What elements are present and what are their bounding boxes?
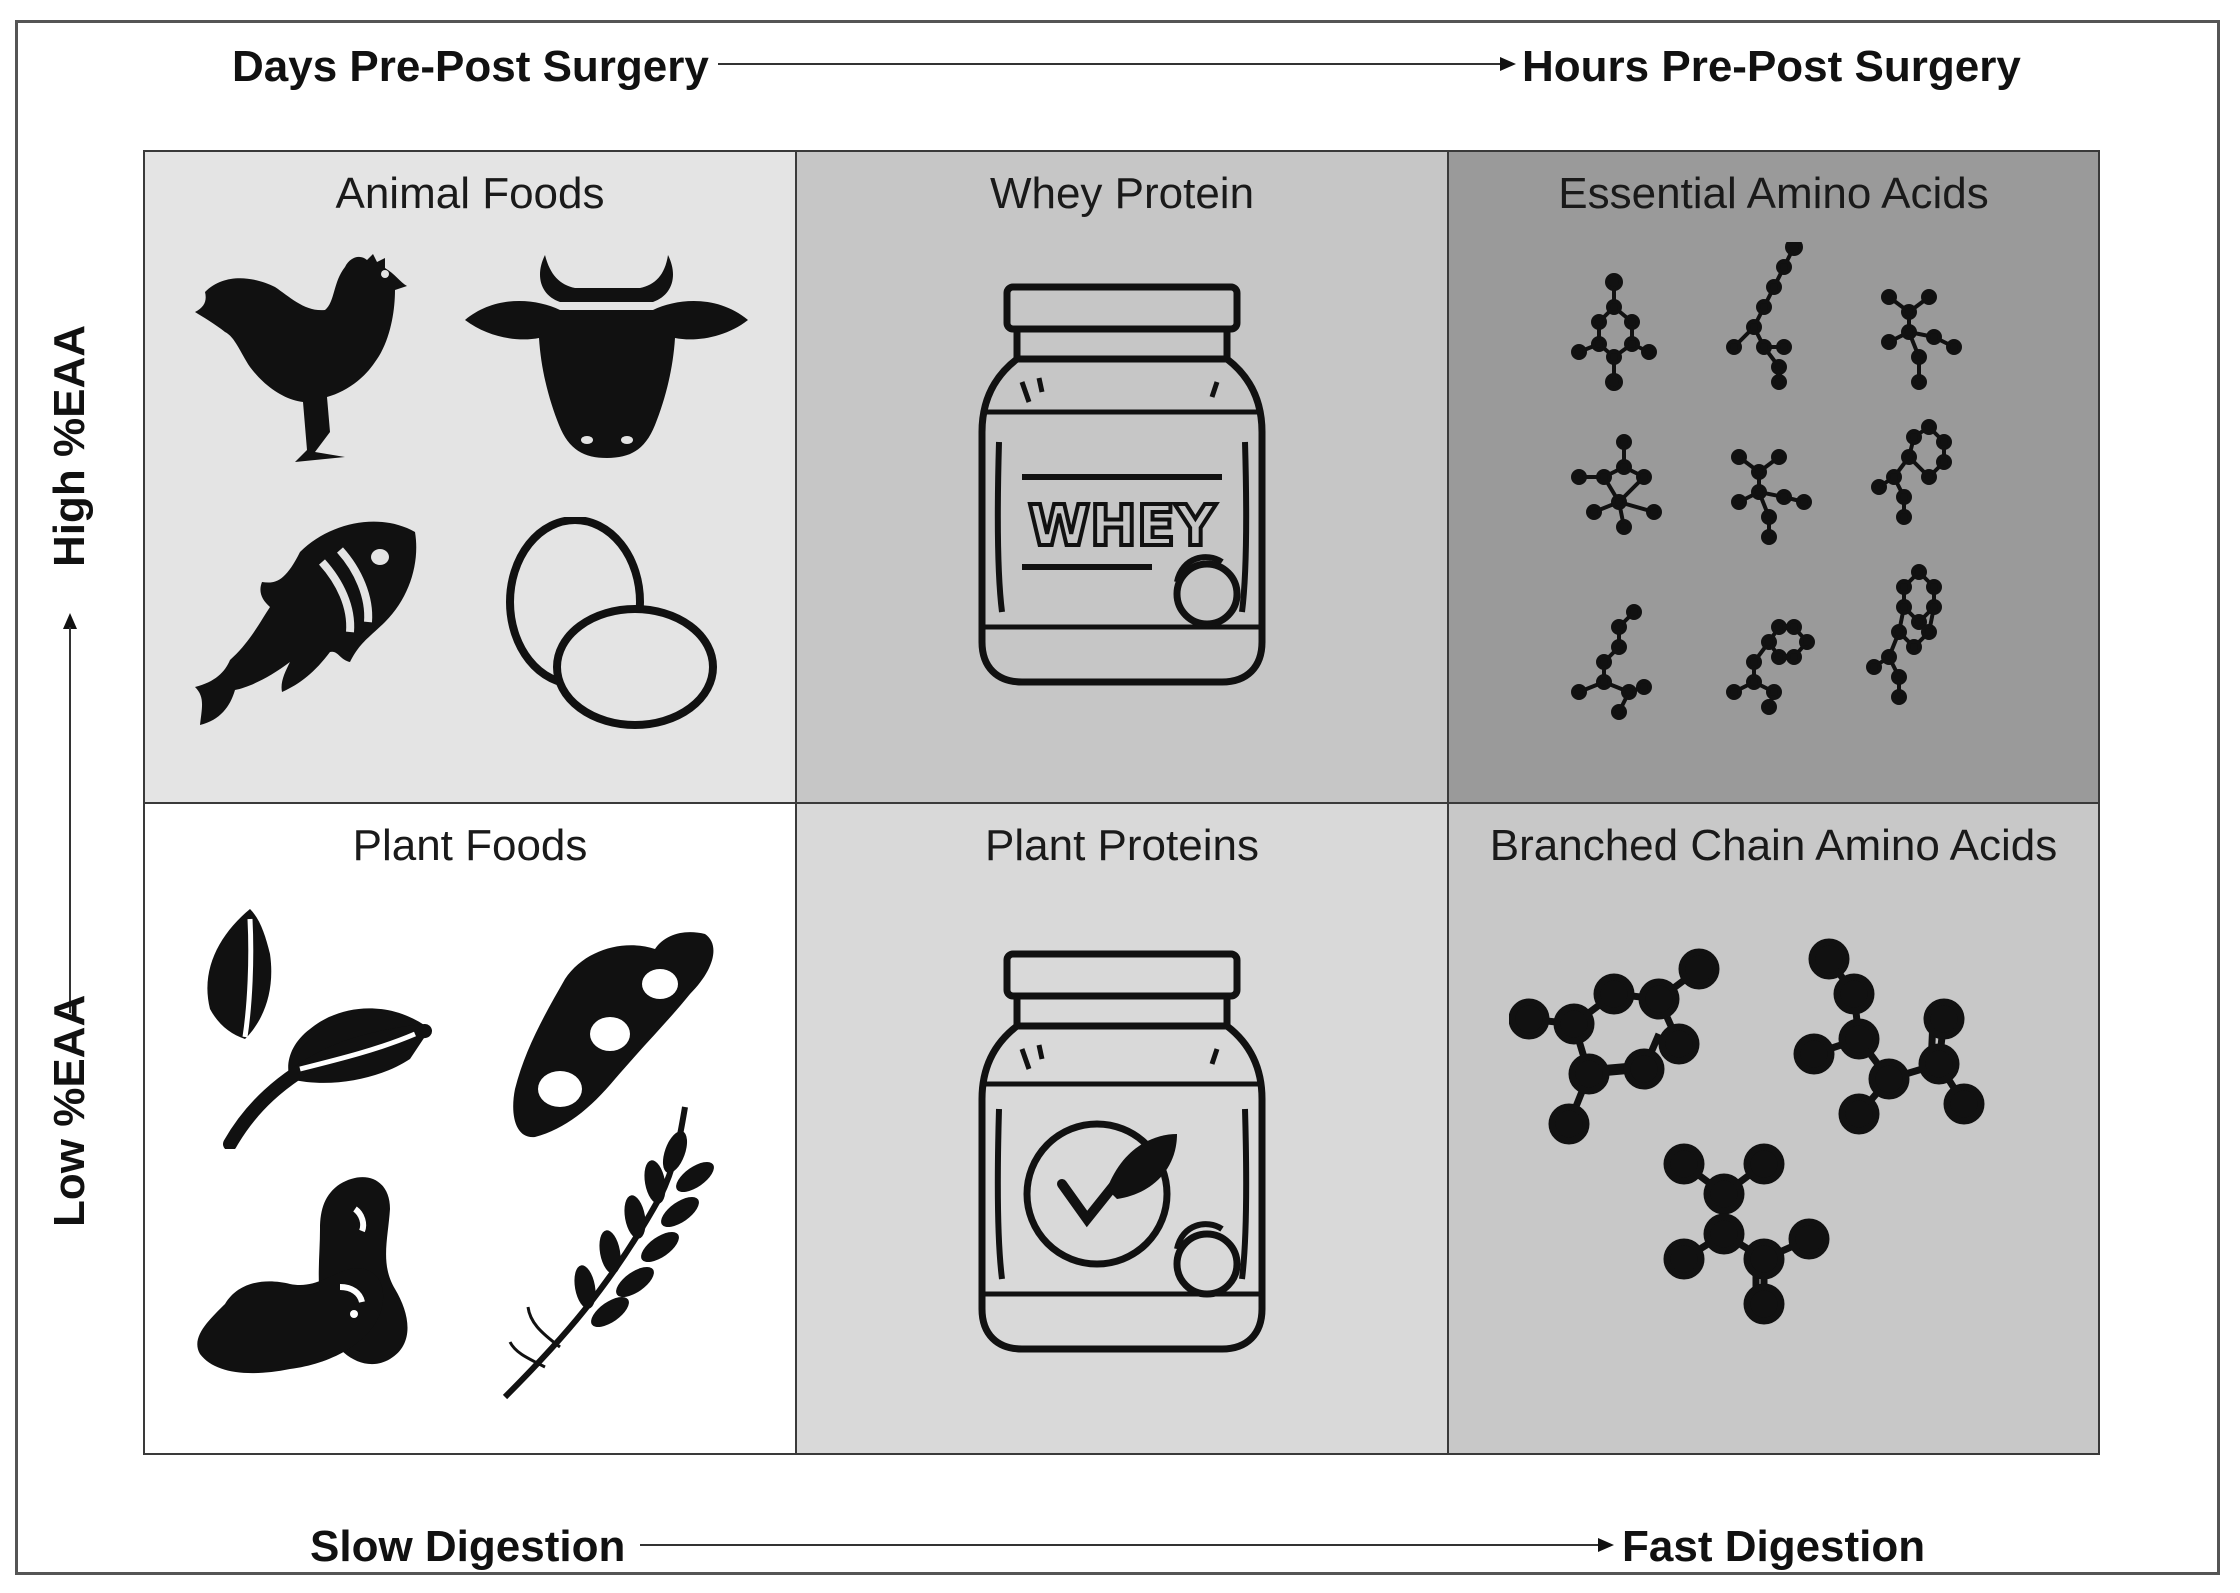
eggs-icon [506, 517, 717, 729]
jar-label: WHEY [1028, 494, 1217, 559]
whey-jar-icon: WHEY [978, 283, 1266, 686]
cell-title: Plant Proteins [985, 821, 1259, 870]
left-axis-arrow [63, 613, 77, 1013]
left-axis-top-label: High %EAA [45, 325, 94, 567]
cell-title: Essential Amino Acids [1558, 169, 1989, 218]
top-axis-right-label: Hours Pre-Post Surgery [1522, 42, 2021, 91]
figure-frame [15, 20, 2220, 1575]
chicken-icon [195, 254, 407, 462]
cell-title: Branched Chain Amino Acids [1489, 821, 2058, 870]
wheat-icon [502, 1106, 714, 1400]
leaves-icon [207, 909, 432, 1149]
molecule-icon [1509, 938, 1985, 1325]
cell-animal-foods: Animal Foods [143, 150, 797, 804]
cell-title: Animal Foods [335, 169, 605, 218]
top-axis-arrow [718, 57, 1516, 71]
bottom-axis-right-label: Fast Digestion [1622, 1522, 1926, 1571]
left-axis-bottom-label: Low %EAA [45, 994, 94, 1227]
soybean-pod-icon [513, 932, 714, 1138]
molecule-icon [1571, 242, 1962, 720]
cow-icon [465, 255, 748, 458]
cell-plant-foods: Plant Foods [143, 802, 797, 1455]
beans-icon [197, 1177, 408, 1374]
top-axis-left-label: Days Pre-Post Surgery [232, 42, 709, 91]
plant-protein-jar-icon [978, 950, 1266, 1353]
quadrant-grid: Animal Foods Whey Protein [143, 150, 2100, 1455]
cell-title: Plant Foods [352, 821, 588, 870]
bottom-axis-arrow [640, 1538, 1614, 1552]
cell-branched-chain-amino-acids: Branched Chain Amino Acids [1447, 802, 2100, 1455]
cell-title: Whey Protein [989, 169, 1255, 218]
cell-essential-amino-acids: Essential Amino Acids [1447, 150, 2100, 804]
cell-whey-protein: Whey Protein WHEY [795, 150, 1449, 804]
bottom-axis-left-label: Slow Digestion [310, 1522, 626, 1571]
fish-icon [195, 521, 417, 725]
cell-plant-proteins: Plant Proteins [795, 802, 1449, 1455]
